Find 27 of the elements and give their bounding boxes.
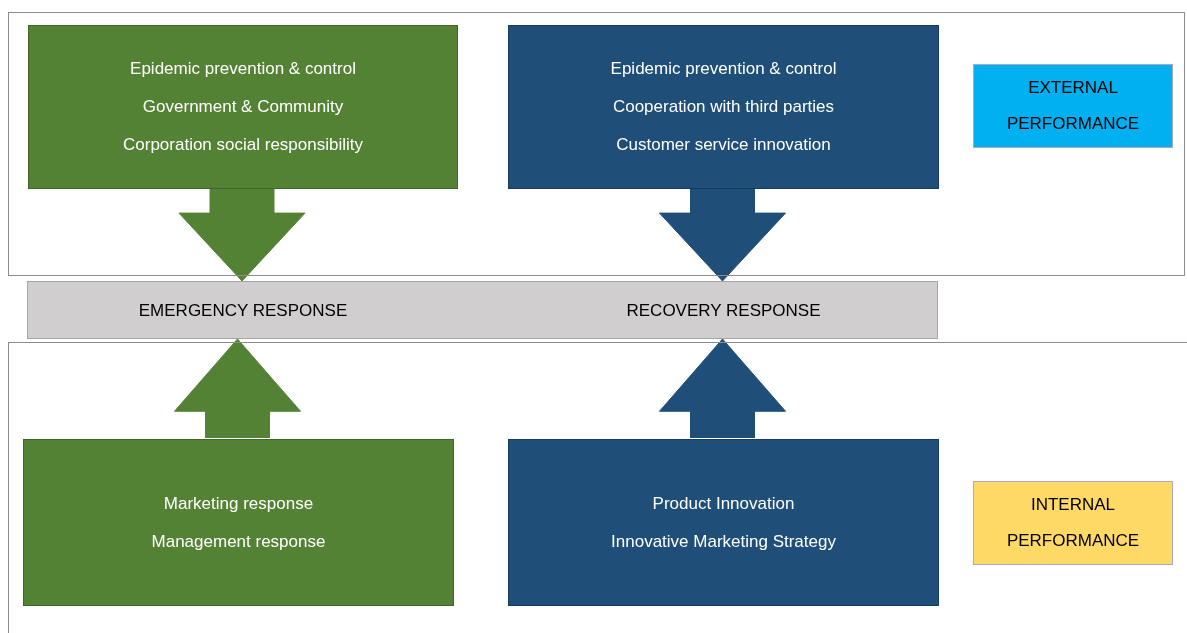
- item-text: Management response: [150, 530, 327, 553]
- process-box: [508, 439, 939, 606]
- item-text: Government & Community: [141, 96, 345, 118]
- label-box: [973, 64, 1173, 148]
- block-arrow: [659, 187, 786, 282]
- item-text: Epidemic prevention & control: [129, 58, 357, 80]
- performance-label: INTERNAL PERFORMANCE: [1005, 494, 1141, 552]
- item-text: Epidemic prevention & control: [609, 58, 838, 80]
- item-text: Innovative Marketing Strategy: [610, 530, 837, 553]
- label-box: [973, 481, 1173, 565]
- block-arrow: [178, 187, 306, 282]
- block-arrow: [659, 338, 786, 439]
- item-text: Corporation social responsibility: [122, 134, 364, 156]
- item-text: Product Innovation: [651, 492, 796, 515]
- item-text: Marketing response: [162, 492, 315, 515]
- item-text: Cooperation with third parties: [611, 96, 836, 118]
- process-box: [28, 25, 458, 189]
- response-bar: [27, 281, 938, 339]
- response-label: EMERGENCY RESPONSE: [137, 300, 349, 322]
- panel-frame: [8, 342, 1187, 633]
- process-box: [23, 439, 454, 606]
- block-arrow: [174, 338, 301, 439]
- response-label: RECOVERY RESPONSE: [625, 300, 822, 322]
- process-box: [508, 25, 939, 189]
- panel-frame: [8, 12, 1185, 276]
- item-text: Customer service innovation: [615, 134, 832, 156]
- performance-label: EXTERNAL PERFORMANCE: [1005, 77, 1141, 135]
